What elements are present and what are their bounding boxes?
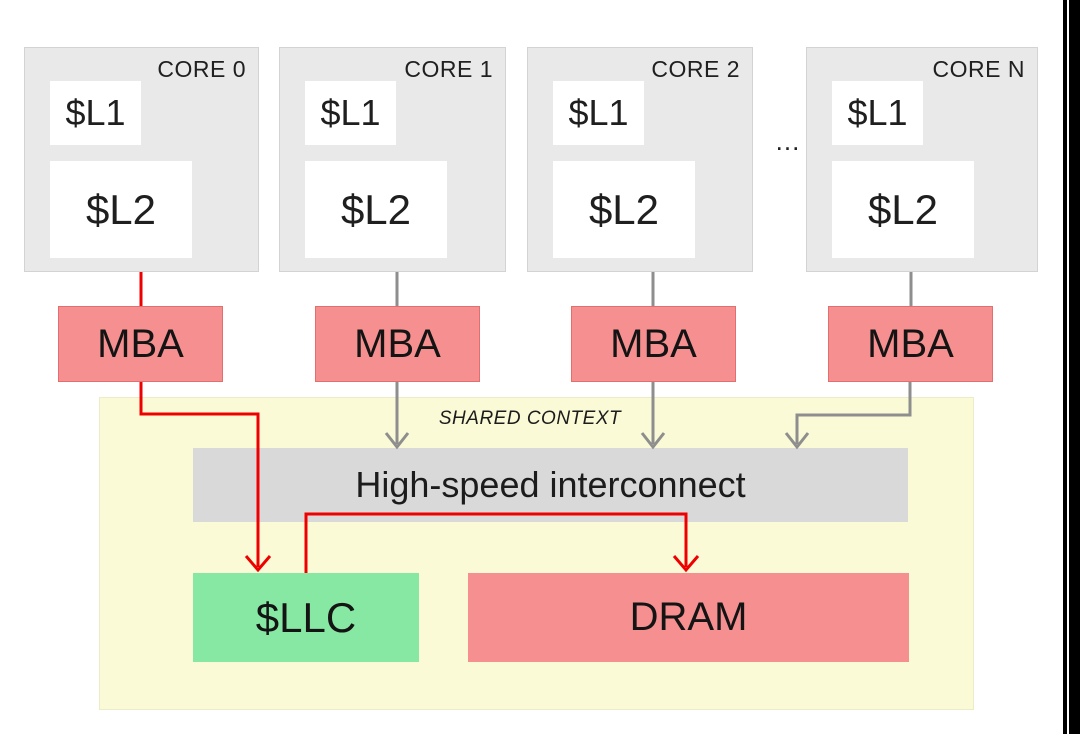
core-n-box: CORE N $L1 $L2 bbox=[806, 47, 1038, 272]
mba-box-core-n: MBA bbox=[828, 306, 993, 382]
shared-context-region bbox=[99, 397, 974, 710]
core-0-l2-label: $L2 bbox=[85, 185, 157, 233]
core-2-l2-label: $L2 bbox=[588, 185, 660, 233]
core-0-l1-label: $L1 bbox=[65, 92, 126, 133]
core-1-l1-label: $L1 bbox=[320, 92, 381, 133]
mba-1-label: MBA bbox=[354, 321, 441, 366]
core-2-l1-cache-box: $L1 bbox=[553, 81, 644, 145]
core-n-l2-label: $L2 bbox=[867, 185, 939, 233]
core-1-l2-cache-box: $L2 bbox=[305, 161, 447, 258]
core-0-l1-cache-box: $L1 bbox=[50, 81, 141, 145]
mba-2-label: MBA bbox=[610, 321, 697, 366]
core-2-label: CORE 2 bbox=[651, 56, 740, 82]
mba-box-core-2: MBA bbox=[571, 306, 736, 382]
window-edge-strip bbox=[1063, 0, 1080, 734]
core-0-box: CORE 0 $L1 $L2 bbox=[24, 47, 259, 272]
core-1-l1-cache-box: $L1 bbox=[305, 81, 396, 145]
core-1-l2-label: $L2 bbox=[340, 185, 412, 233]
core-0-l2-cache-box: $L2 bbox=[50, 161, 192, 258]
llc-box: $LLC bbox=[193, 573, 419, 662]
llc-label: $LLC bbox=[255, 593, 357, 641]
mba-n-label: MBA bbox=[867, 321, 954, 366]
core-n-label: CORE N bbox=[932, 56, 1025, 82]
core-n-l2-cache-box: $L2 bbox=[832, 161, 974, 258]
mba-box-core-0: MBA bbox=[58, 306, 223, 382]
interconnect-bar: High-speed interconnect bbox=[193, 448, 908, 522]
core-0-label: CORE 0 bbox=[157, 56, 246, 82]
window-edge-highlight bbox=[1067, 0, 1069, 734]
core-2-l2-cache-box: $L2 bbox=[553, 161, 695, 258]
core-2-box: CORE 2 $L1 $L2 bbox=[527, 47, 753, 272]
core-n-l1-label: $L1 bbox=[847, 92, 908, 133]
interconnect-label: High-speed interconnect bbox=[355, 464, 746, 505]
core-1-label: CORE 1 bbox=[404, 56, 493, 82]
core-n-l1-cache-box: $L1 bbox=[832, 81, 923, 145]
shared-context-label: SHARED CONTEXT bbox=[438, 408, 622, 429]
mba-box-core-1: MBA bbox=[315, 306, 480, 382]
dram-label: DRAM bbox=[629, 595, 748, 639]
mba-0-label: MBA bbox=[97, 321, 184, 366]
more-cores-ellipsis: ... bbox=[775, 126, 801, 156]
core-2-l1-label: $L1 bbox=[568, 92, 629, 133]
core-1-box: CORE 1 $L1 $L2 bbox=[279, 47, 506, 272]
dram-box: DRAM bbox=[468, 573, 909, 662]
